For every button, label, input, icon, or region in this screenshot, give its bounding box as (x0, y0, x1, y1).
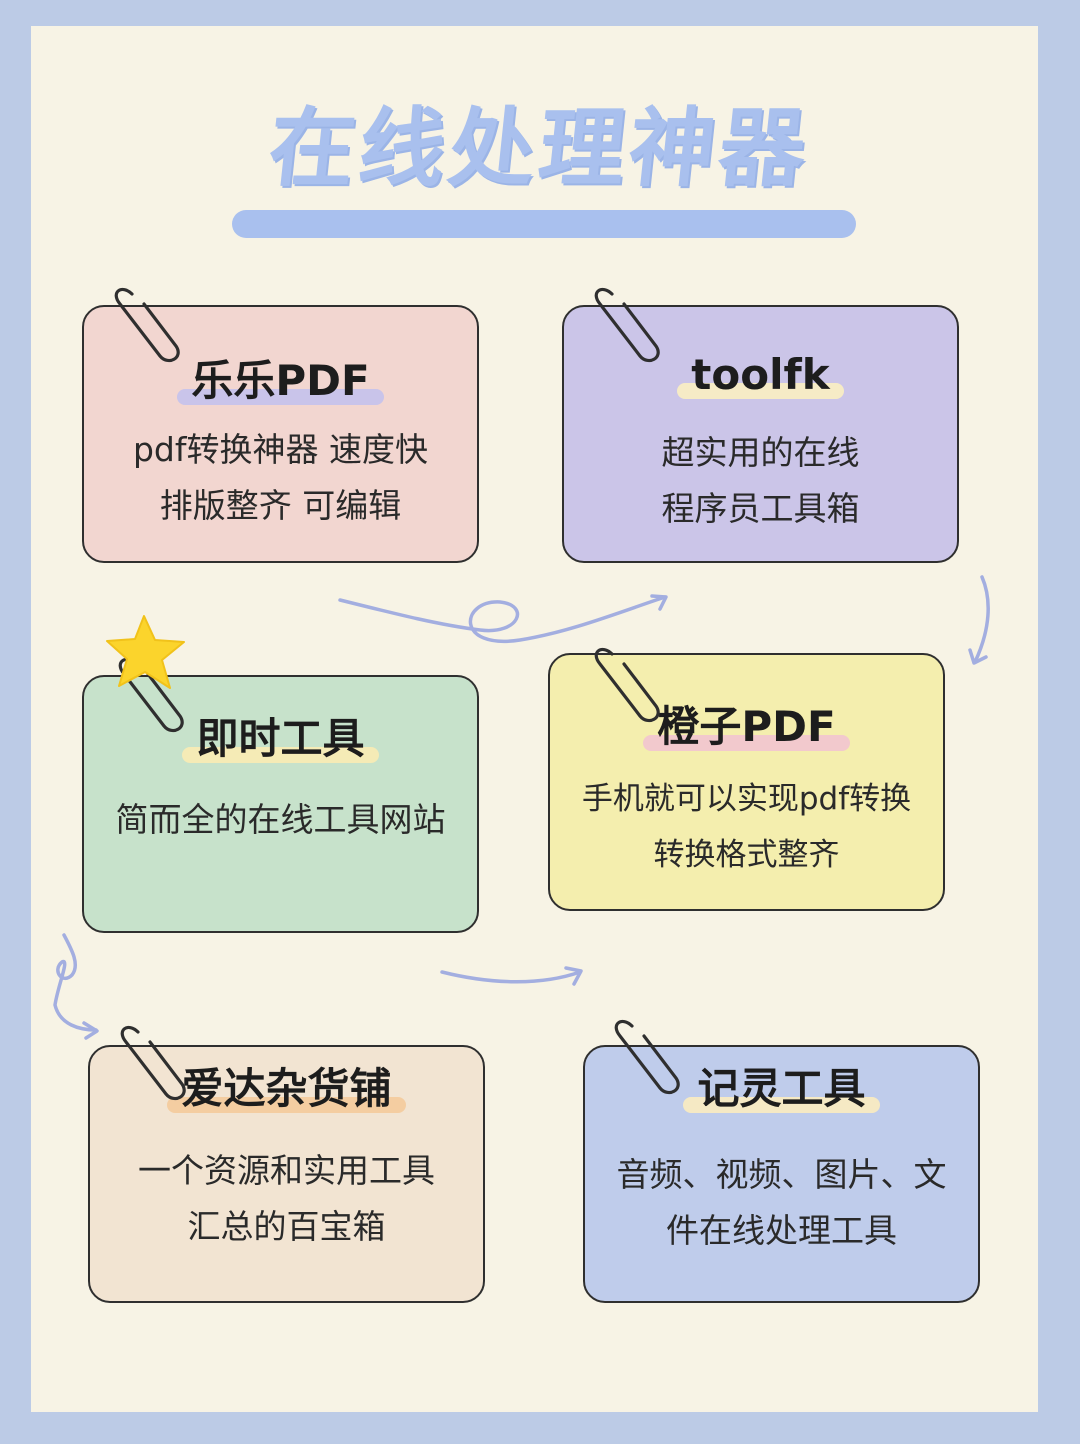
arrow-icon (53, 933, 98, 1032)
paperclip-icon (114, 288, 180, 362)
arrow-icon (82, 1021, 99, 1040)
arrow-icon (440, 970, 582, 984)
card-lelepdf[interactable]: 乐乐PDF pdf转换神器 速度快 排版整齐 可编辑 (82, 305, 479, 563)
arrow-icon (564, 966, 583, 986)
paperclip-icon (120, 1026, 186, 1100)
card-title: 记灵工具 (683, 1065, 880, 1113)
card-description: 简而全的在线工具网站 (115, 800, 446, 839)
title-underline (232, 210, 856, 238)
card-jilinggongju[interactable]: 记灵工具 音频、视频、图片、文 件在线处理工具 (583, 1045, 980, 1303)
arrow-icon (973, 575, 990, 664)
card-title: 橙子PDF (643, 703, 851, 751)
paperclip-icon (614, 1020, 680, 1094)
card-jishigongju[interactable]: 即时工具 简而全的在线工具网站 (82, 675, 479, 933)
card-title: 乐乐PDF (177, 357, 385, 405)
star-icon (106, 615, 185, 689)
arrow-icon (650, 594, 668, 611)
card-title: toolfk (677, 351, 845, 399)
card-title: 爱达杂货铺 (167, 1065, 406, 1113)
card-toolfk[interactable]: toolfk 超实用的在线 程序员工具箱 (562, 305, 959, 563)
card-description: pdf转换神器 速度快 排版整齐 可编辑 (132, 430, 428, 525)
card-description: 超实用的在线 程序员工具箱 (661, 433, 860, 528)
card-description: 音频、视频、图片、文 件在线处理工具 (616, 1155, 947, 1250)
card-aidazahuopu[interactable]: 爱达杂货铺 一个资源和实用工具 汇总的百宝箱 (88, 1045, 485, 1303)
paperclip-icon (594, 288, 660, 362)
card-description: 手机就可以实现pdf转换 转换格式整齐 (581, 781, 912, 873)
card-description: 一个资源和实用工具 汇总的百宝箱 (138, 1151, 435, 1246)
arrow-icon (968, 648, 988, 665)
paperclip-icon (594, 648, 660, 722)
card-chengzipdf[interactable]: 橙子PDF 手机就可以实现pdf转换 转换格式整齐 (548, 653, 945, 911)
arrow-icon (338, 595, 667, 644)
card-title: 即时工具 (182, 715, 379, 763)
